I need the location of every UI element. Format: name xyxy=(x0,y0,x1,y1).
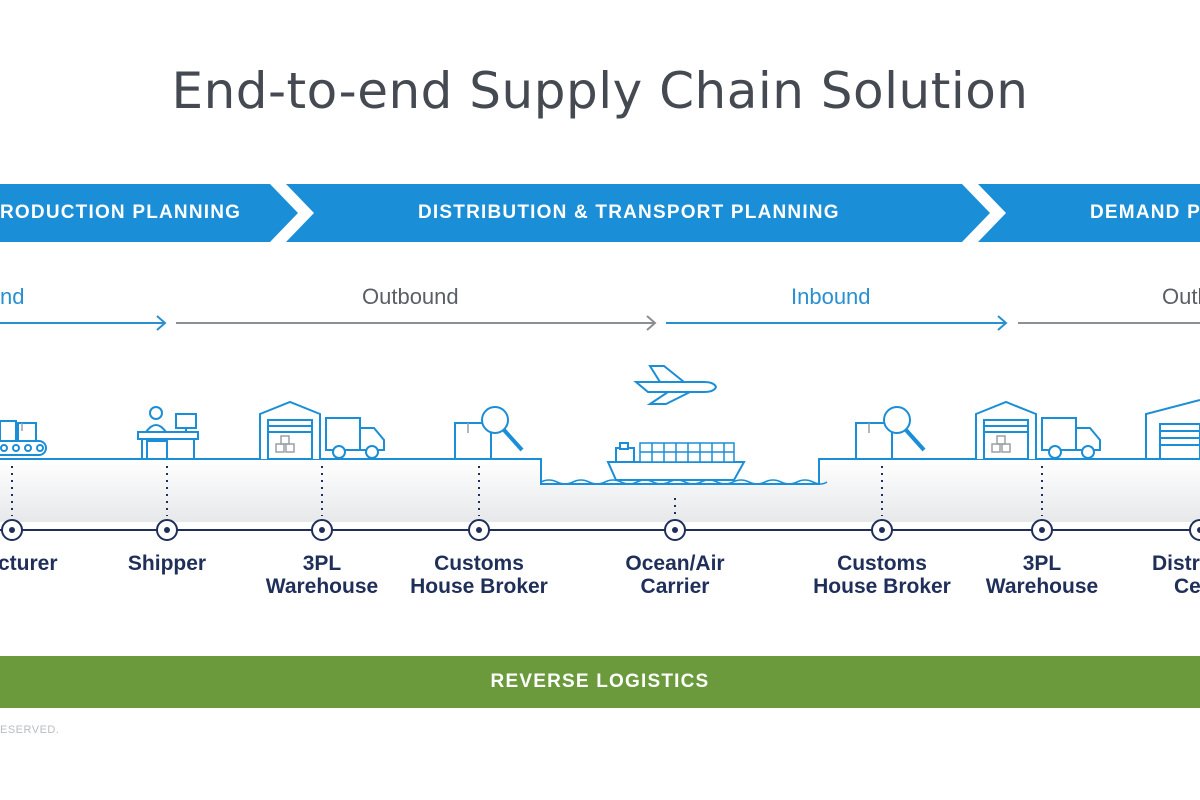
supply-chain-scene xyxy=(0,365,1200,541)
phase-label-distribution: DISTRIBUTION & TRANSPORT PLANNING xyxy=(418,202,840,223)
cargo-ship-icon xyxy=(606,442,746,481)
flow-arrow-outbound xyxy=(176,315,657,331)
warehouse-truck-icon xyxy=(259,400,385,460)
phase-label-production: RODUCTION PLANNING xyxy=(0,202,242,223)
flow-label-outbound-right: Outb xyxy=(1162,284,1200,309)
dotted-connectors xyxy=(11,466,1043,516)
flow-label-inbound: Inbound xyxy=(791,284,871,309)
phase-chevron-production xyxy=(0,184,298,242)
page-title: End-to-end Supply Chain Solution xyxy=(171,62,1029,120)
flow-arrows xyxy=(0,315,1200,331)
node-label-ocean-air-carrier: Ocean/Air Carrier xyxy=(625,552,725,598)
warehouse-truck-icon xyxy=(975,400,1101,460)
conveyor-boxes-icon xyxy=(0,420,47,456)
ground-band xyxy=(0,459,1200,522)
box-magnifier-icon xyxy=(454,406,524,460)
node-label-customs-broker-2: Customs House Broker xyxy=(813,552,951,598)
timeline-node-dots xyxy=(9,527,1200,533)
reverse-logistics-bar: REVERSE LOGISTICS xyxy=(0,656,1200,708)
node-label-shipper: Shipper xyxy=(127,552,207,575)
water-waves xyxy=(540,479,828,485)
warehouse-icon xyxy=(1145,399,1200,460)
shipper-desk-icon xyxy=(137,406,199,460)
timeline-node-distribution xyxy=(1189,519,1200,541)
node-label-customs-broker: Customs House Broker xyxy=(410,552,548,598)
phase-chevron-distribution xyxy=(286,184,990,242)
footer-copyright: ESERVED. xyxy=(0,724,60,736)
flow-label-inbound-left: nd xyxy=(0,284,25,309)
flow-arrow-inbound-left xyxy=(0,315,167,331)
box-magnifier-icon xyxy=(855,406,926,460)
plane-icon xyxy=(633,365,718,405)
phase-chevron-demand xyxy=(978,184,1200,242)
phase-bar xyxy=(0,184,1200,242)
node-label-3pl-warehouse-2: 3PL Warehouse xyxy=(985,552,1099,598)
flow-arrow-inbound xyxy=(666,315,1008,331)
node-label-distribution-center: Distri Cer xyxy=(1152,552,1200,598)
phase-label-demand: DEMAND P xyxy=(1090,202,1200,223)
flow-label-outbound: Outbound xyxy=(362,284,459,309)
node-label-manufacturer: ufacturer xyxy=(0,552,58,575)
node-label-3pl-warehouse: 3PL Warehouse xyxy=(265,552,379,598)
